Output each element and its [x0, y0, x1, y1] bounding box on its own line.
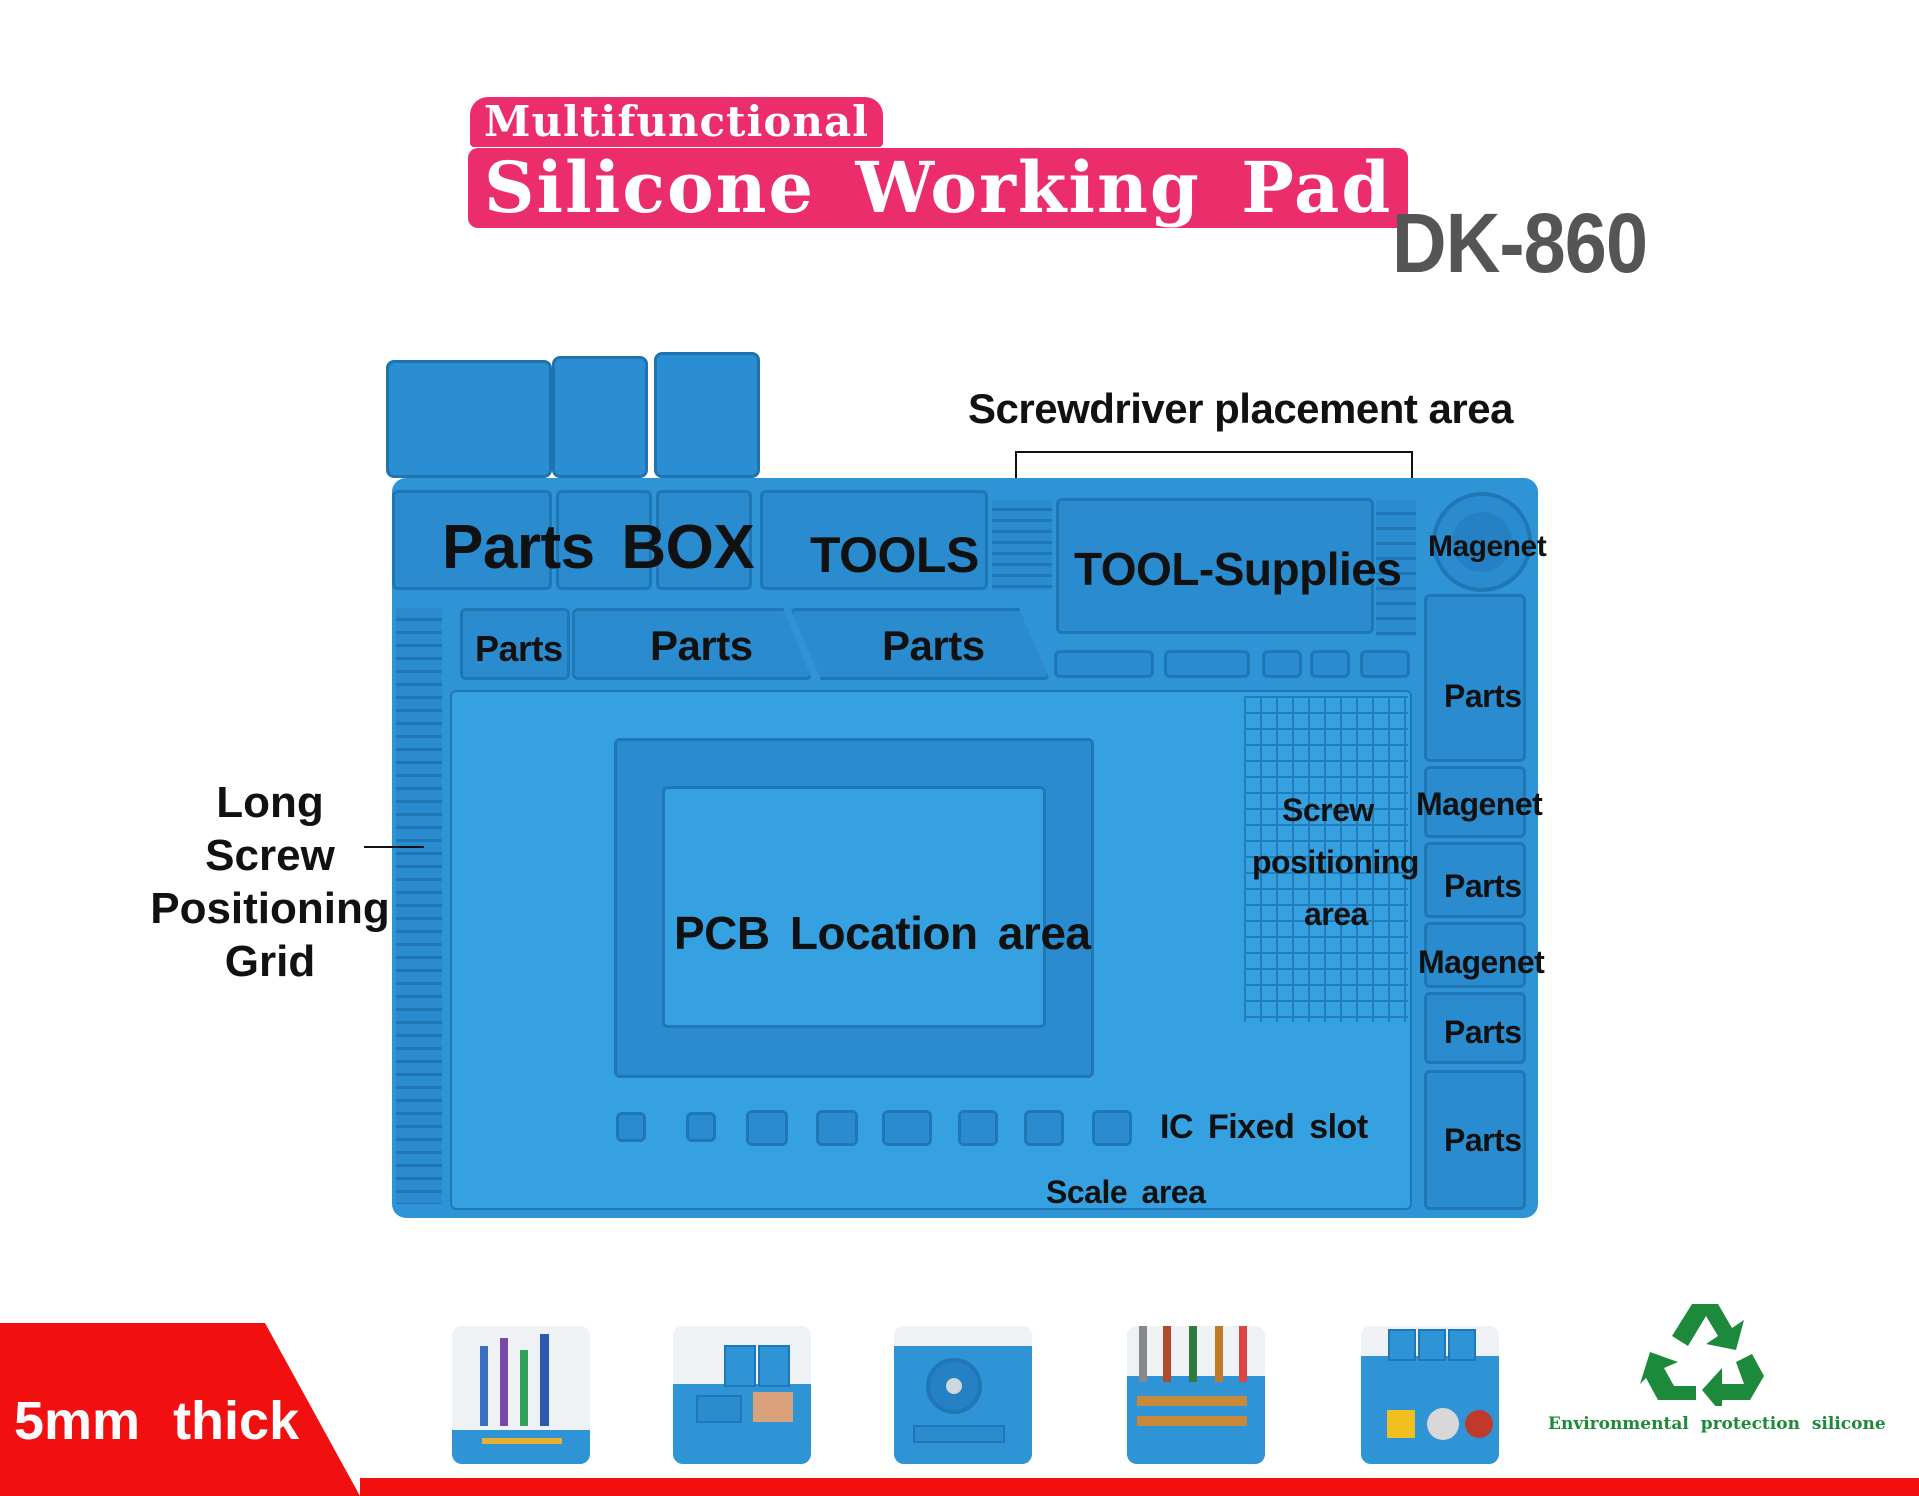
parts-box-lid-3[interactable]: [654, 352, 760, 478]
ic-slot-1: [616, 1112, 646, 1142]
parts-box-compartment-1: [392, 490, 552, 590]
bottom-red-bar: [360, 1478, 1919, 1496]
long-screw-line-3: Positioning: [150, 884, 390, 933]
parts-box-lid-1[interactable]: [386, 360, 552, 478]
long-screw-pointer: [364, 846, 424, 848]
right-parts-3: [1424, 992, 1526, 1064]
screw-area-label-3: area: [1304, 896, 1368, 932]
screw-area-label-1: Screw: [1282, 792, 1374, 828]
right-label-2: Magenet: [1416, 786, 1543, 822]
ic-slot-8: [1092, 1110, 1132, 1146]
tool-supplies-label: TOOL-Supplies: [1074, 543, 1402, 595]
small-slot-4: [1310, 650, 1350, 678]
thumbnail-screwdrivers[interactable]: [452, 1326, 590, 1464]
title-banner: Silicone Working Pad: [468, 148, 1409, 228]
right-label-5: Parts: [1444, 1014, 1522, 1050]
pcb-location-area: [662, 786, 1046, 1028]
ic-slot-4: [816, 1110, 858, 1146]
tools-label: TOOLS: [810, 527, 979, 583]
long-screw-line-2: Screw: [205, 831, 335, 880]
right-parts-1: [1424, 594, 1526, 762]
ic-slot-2: [686, 1112, 716, 1142]
parts-tray-1: [460, 608, 570, 680]
parts-label-3: Parts: [882, 622, 985, 669]
parts-label-2: Parts: [650, 622, 753, 669]
tools-compartment: [760, 490, 988, 590]
screwdriver-holders: [1376, 500, 1416, 636]
parts-box-compartment-3: [656, 490, 752, 590]
ic-slot-3: [746, 1110, 788, 1146]
small-slot-5: [1360, 650, 1410, 678]
right-label-4: Magenet: [1418, 944, 1545, 980]
eco-label: Environmental protection silicone: [1548, 1414, 1886, 1434]
magnet-circle-top: [1432, 492, 1532, 592]
screw-positioning-grid: [1244, 696, 1408, 1022]
pcb-area-label: PCB Location area: [674, 907, 1091, 959]
parts-box-label: Parts BOX: [442, 513, 755, 582]
right-label-1: Parts: [1444, 678, 1522, 714]
small-slot-1: [1054, 650, 1154, 678]
thumbnail-magnet[interactable]: [894, 1326, 1032, 1464]
tool-supplies-compartment: [1056, 498, 1374, 634]
magnet-top-label: Magenet: [1428, 530, 1547, 563]
ic-slot-label: IC Fixed slot: [1160, 1108, 1368, 1146]
scale-area-label: Scale area: [1046, 1174, 1206, 1210]
parts-tray-2: [572, 608, 812, 680]
right-magnet-2: [1424, 922, 1526, 988]
thumbnail-tool-slots[interactable]: [1127, 1326, 1265, 1464]
small-slot-2: [1164, 650, 1250, 678]
small-slot-3: [1262, 650, 1302, 678]
long-screw-line-4: Grid: [224, 937, 316, 986]
right-label-6: Parts: [1444, 1122, 1522, 1158]
long-screw-line-1: Long: [216, 778, 324, 827]
recycle-icon: [1640, 1304, 1764, 1406]
right-label-3: Parts: [1444, 868, 1522, 904]
parts-tray-3: [790, 608, 1050, 680]
screwdriver-slots: [992, 500, 1052, 590]
thumbnail-parts-box[interactable]: [673, 1326, 811, 1464]
subtitle-banner: Multifunctional: [470, 97, 884, 147]
screwdriver-bracket: [1015, 451, 1413, 490]
ic-slot-5: [882, 1110, 932, 1146]
parts-box-lid-2[interactable]: [552, 356, 648, 478]
long-screw-grid: [396, 608, 442, 1204]
screw-area-label-2: positioning: [1252, 844, 1419, 880]
right-parts-2: [1424, 842, 1526, 918]
ic-slot-6: [958, 1110, 998, 1146]
right-magnet-1: [1424, 766, 1526, 838]
screwdriver-area-label: Screwdriver placement area: [968, 385, 1513, 432]
parts-box-compartment-2: [556, 490, 652, 590]
model-number: DK-860: [1392, 196, 1648, 290]
right-parts-4: [1424, 1070, 1526, 1210]
thickness-label: 5mm thick: [14, 1391, 300, 1451]
thumbnail-mat-overview[interactable]: [1361, 1326, 1499, 1464]
ic-slot-7: [1024, 1110, 1064, 1146]
parts-label-1: Parts: [475, 628, 563, 669]
